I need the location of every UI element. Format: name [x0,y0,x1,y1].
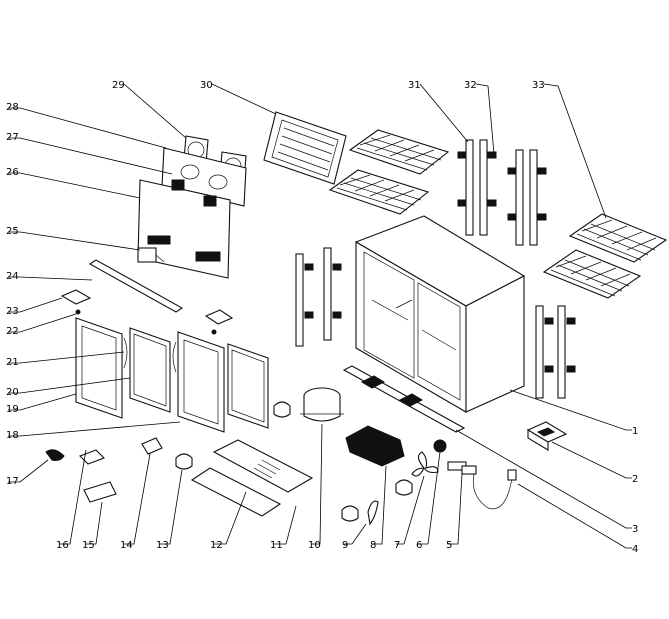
callout-11: 11 [270,540,283,551]
cabinet-body-part [354,215,526,413]
hinge-part [141,437,163,455]
callout-30: 30 [200,80,213,91]
back-panel-part [137,179,231,279]
wire-shelf-right [542,213,668,299]
callout-7: 7 [394,540,400,551]
shelf-rails-middle [295,247,576,399]
bracket-part [526,421,568,451]
callout-3: 3 [632,524,638,535]
callout-25: 25 [6,226,19,237]
callout-13: 13 [156,540,169,551]
callout-26: 26 [6,167,19,178]
lamp-holder-part [45,449,65,461]
power-cord-part [472,469,517,510]
condenser-coil-part [345,425,405,467]
callout-27: 27 [6,132,19,143]
condenser-fans [161,135,247,207]
evaporator-part [263,111,347,185]
callout-28: 28 [6,102,19,113]
callout-15: 15 [82,540,95,551]
drain-part [367,500,379,526]
callout-labels: 29 30 31 32 33 28 27 26 25 24 23 22 21 2… [6,80,638,555]
callout-17: 17 [6,476,19,487]
wire-shelf-top-left [328,129,450,215]
callout-19: 19 [6,404,19,415]
fan-blade-part [411,451,439,477]
callout-29: 29 [112,80,125,91]
glass-doors [75,317,269,433]
callout-1: 1 [632,426,638,437]
grommets [175,401,413,522]
callout-4: 4 [632,544,638,555]
leader-lines [8,83,632,549]
callout-33: 33 [532,80,545,91]
callout-6: 6 [416,540,422,551]
compressor-part [300,387,344,422]
callout-24: 24 [6,271,19,282]
callout-32: 32 [464,80,477,91]
callout-5: 5 [446,540,452,551]
callout-2: 2 [632,474,638,485]
hinge-plate-right [204,309,234,335]
base-plates [190,439,314,517]
callout-16: 16 [56,540,69,551]
controller-part [79,449,117,503]
callout-12: 12 [210,540,223,551]
transformer-part [137,247,165,263]
callout-10: 10 [308,540,321,551]
callout-14: 14 [120,540,133,551]
callout-23: 23 [6,306,19,317]
callout-21: 21 [6,357,19,368]
thermostat-part [447,461,477,475]
shelf-rails-top [457,139,547,246]
callout-20: 20 [6,387,19,398]
callout-18: 18 [6,430,19,441]
callout-31: 31 [408,80,421,91]
callout-9: 9 [342,540,348,551]
callout-22: 22 [6,326,19,337]
fan-motor-part [433,439,447,453]
callout-8: 8 [370,540,376,551]
light-bar-part [88,259,184,313]
hinge-plate-left [60,289,92,315]
kick-plate-part [342,365,466,433]
